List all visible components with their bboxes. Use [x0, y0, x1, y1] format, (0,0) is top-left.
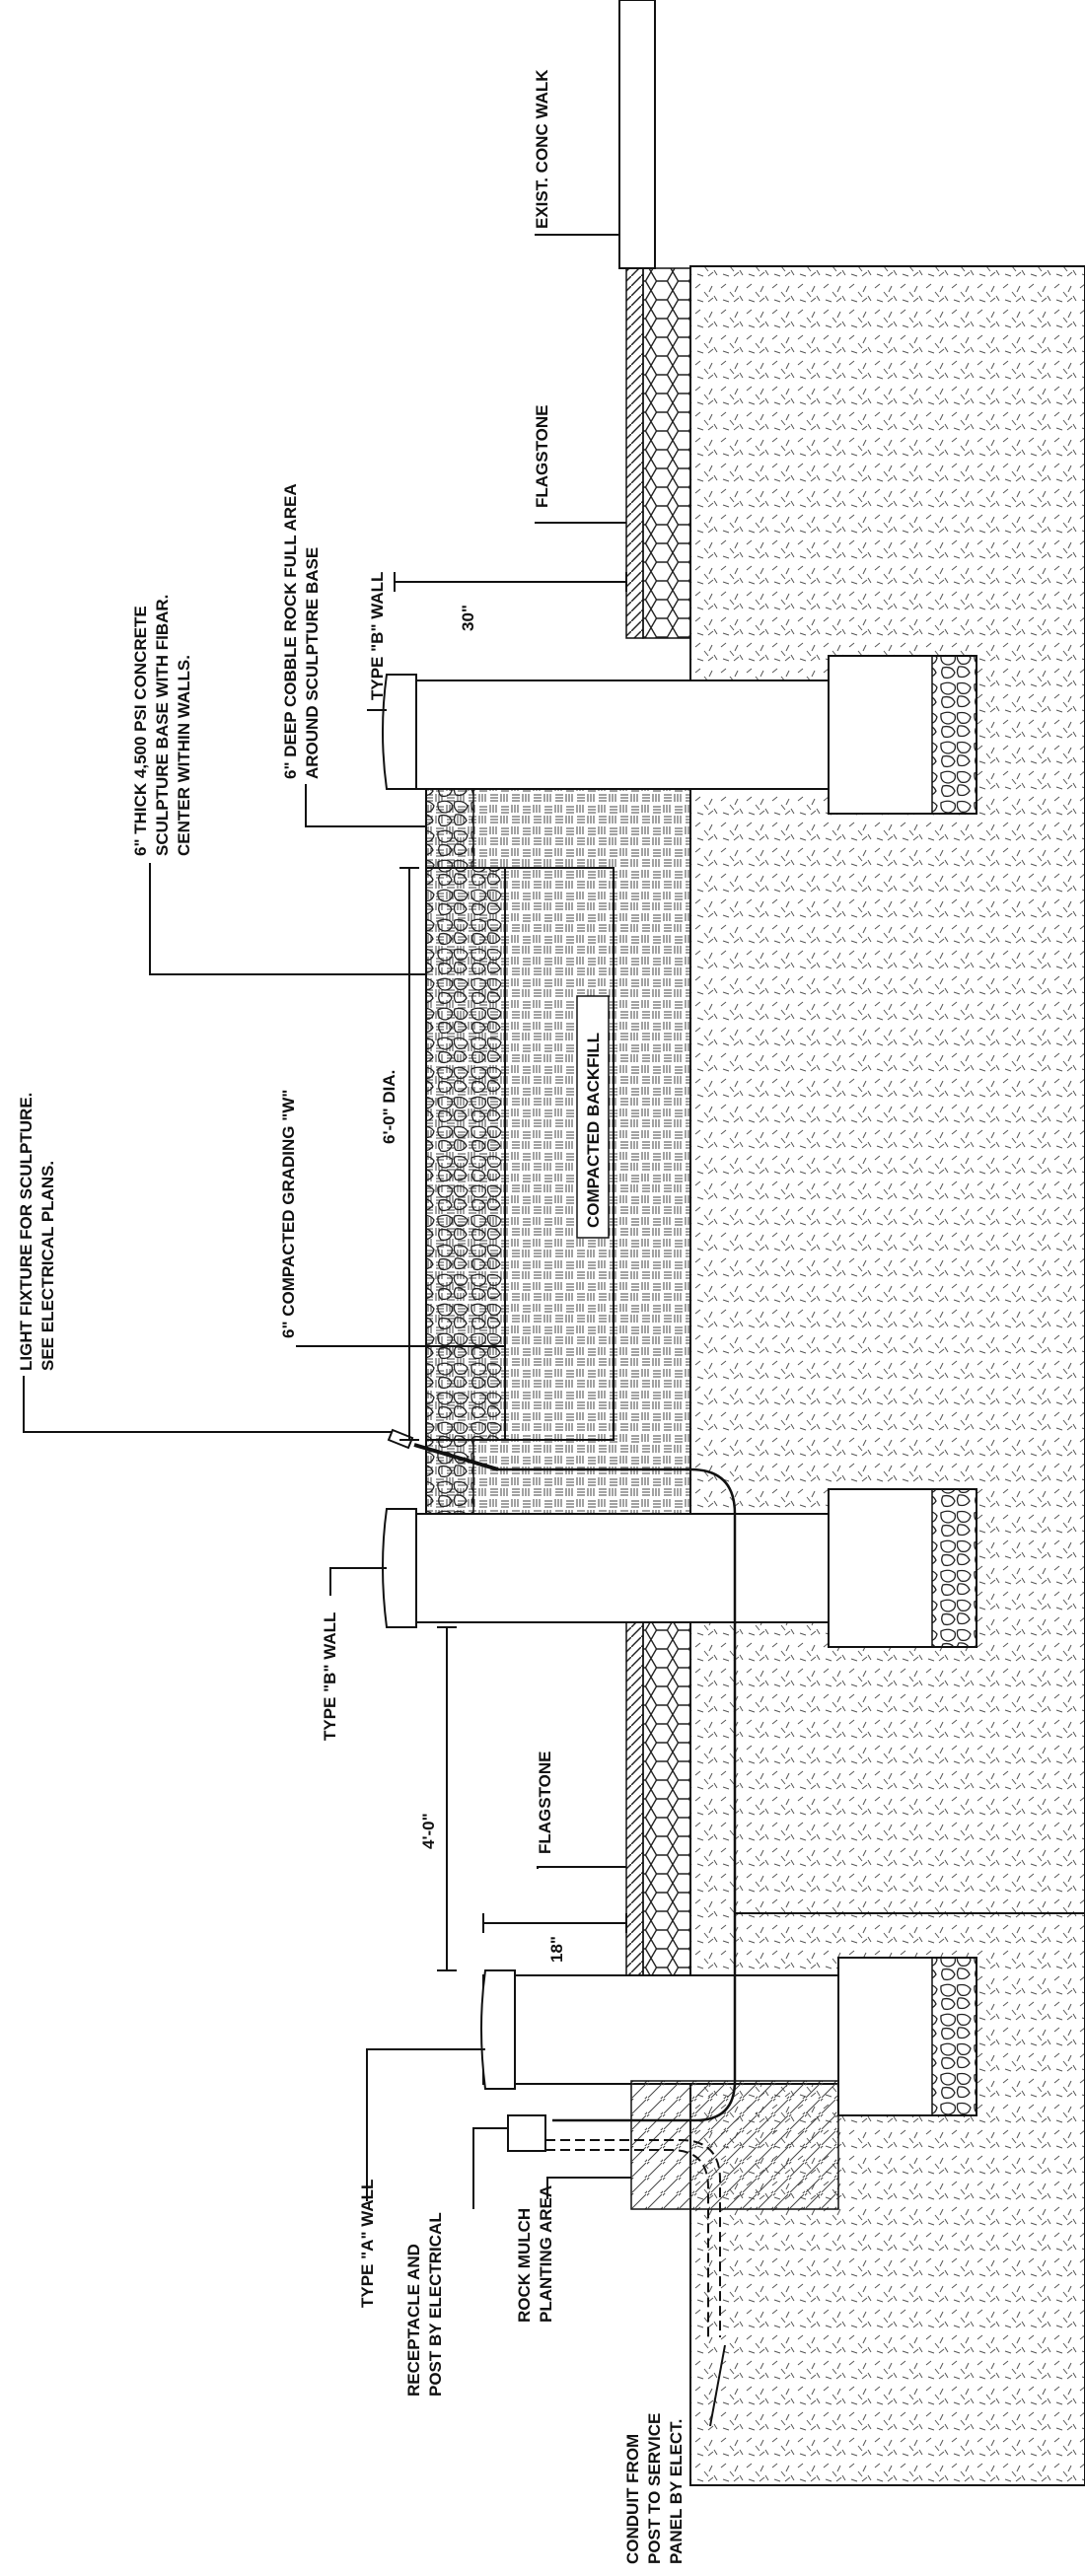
existing-walk — [618, 0, 656, 269]
label-conduit-line1: CONDUIT FROM — [623, 2434, 642, 2564]
dim-6ft-text: 6'-0" DIA. — [380, 1070, 398, 1144]
label-receptacle-line2: POST BY ELECTRICAL — [426, 2212, 445, 2397]
sculpture-base-outline — [504, 867, 615, 1441]
label-type-b-mid: TYPE "B" WALL — [321, 1612, 339, 1741]
flagstone-strip-top — [625, 267, 644, 639]
label-grading: 6" COMPACTED GRADING "W" — [279, 1090, 298, 1338]
footing-lower-cobble — [931, 1957, 977, 2116]
label-flagstone-top: FLAGSTONE — [533, 404, 551, 508]
label-concrete-line3: CENTER WITHIN WALLS. — [175, 655, 193, 856]
leader-concrete — [149, 863, 426, 975]
cobble-edge-bottom — [425, 1439, 474, 1520]
wall-cap-middle — [382, 1508, 417, 1628]
label-exist-walk: EXIST. CONC WALK — [533, 69, 551, 229]
cobble-band-top — [642, 267, 691, 639]
backfill-label-box — [576, 995, 610, 1239]
label-flagstone-bottom: FLAGSTONE — [536, 1751, 554, 1854]
conduit-dashed — [545, 2139, 721, 2337]
wall-cap-upper — [382, 674, 417, 790]
label-rock-mulch-line2: PLANTING AREA — [537, 2185, 555, 2323]
label-conduit-line2: POST TO SERVICE — [645, 2413, 664, 2564]
label-receptacle-line1: RECEPTACLE AND — [404, 2244, 423, 2397]
wall-type-a — [482, 1974, 839, 2085]
sculpture-base-cobble — [425, 867, 506, 1441]
wall-type-b-middle — [413, 1513, 830, 1623]
leader-receptacle — [472, 2127, 508, 2209]
cobble-edge-top — [425, 788, 474, 869]
rock-mulch-area — [630, 2080, 839, 2210]
label-compacted-backfill: COMPACTED BACKFILL — [584, 1033, 603, 1228]
leader-cobble — [305, 784, 426, 827]
label-light-line1: LIGHT FIXTURE FOR SCULPTURE. — [17, 1093, 36, 1371]
leader-flagstone-bottom — [537, 1866, 626, 1869]
leader-rock-mulch — [546, 2177, 631, 2199]
label-cobble-line1: 6" DEEP COBBLE ROCK FULL AREA — [281, 483, 300, 779]
label-conduit-line3: PANEL BY ELECT. — [667, 2419, 686, 2564]
footing-middle-cobble — [931, 1488, 977, 1648]
conduit-line — [498, 1467, 737, 2122]
leader-conduit — [709, 2344, 726, 2427]
footing-upper-cobble — [931, 655, 977, 815]
label-light-line2: SEE ELECTRICAL PLANS. — [38, 1161, 57, 1371]
dim-4ft-text: 4'-0" — [419, 1813, 438, 1849]
leader-light — [23, 1376, 393, 1433]
dim-18-text: 18" — [547, 1936, 566, 1963]
wall-cap-lower — [480, 1969, 516, 2090]
label-concrete-line2: SCULPTURE BASE WITH FIBAR. — [153, 595, 172, 856]
label-concrete-line1: 6" THICK 4,500 PSI CONCRETE — [131, 606, 150, 856]
receptacle-post — [507, 2114, 546, 2152]
label-type-b-top: TYPE "B" WALL — [368, 572, 387, 700]
leader-type-b-mid — [329, 1567, 387, 1596]
label-cobble-line2: AROUND SCULPTURE BASE — [303, 547, 322, 779]
wall-type-b-upper — [413, 680, 830, 790]
label-rock-mulch-line1: ROCK MULCH — [515, 2208, 534, 2323]
leader-type-a — [366, 2048, 485, 2201]
dim-30-text: 30" — [459, 605, 477, 631]
label-type-a: TYPE "A" WALL — [358, 2180, 377, 2308]
conduit-dashed-2 — [545, 2149, 709, 2337]
